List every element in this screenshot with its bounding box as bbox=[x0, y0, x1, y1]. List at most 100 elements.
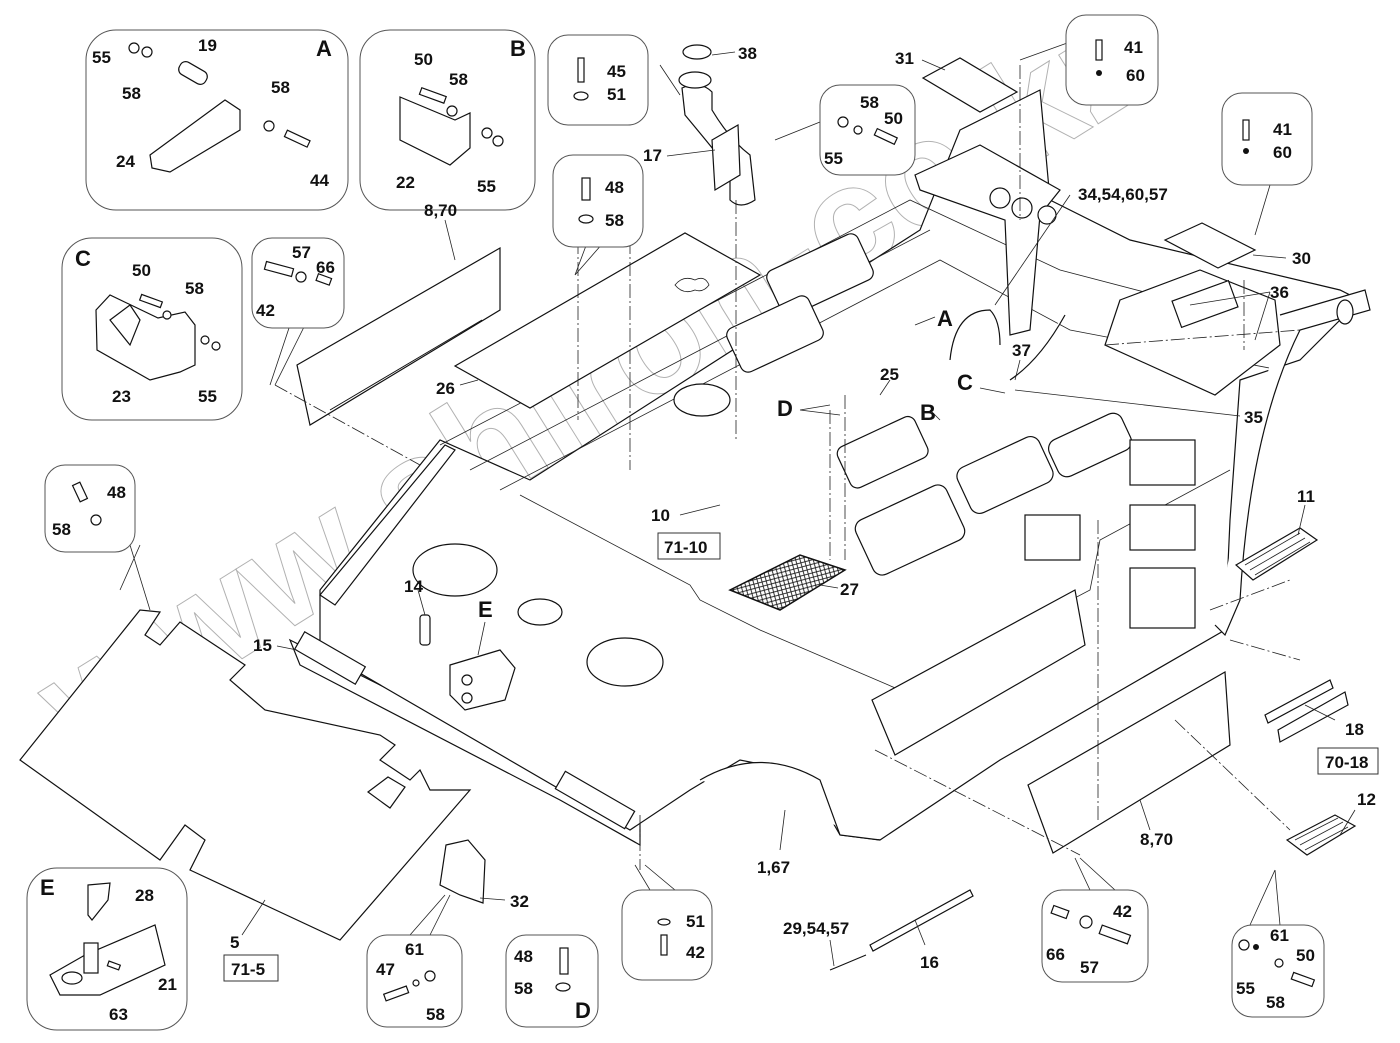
leader-17 bbox=[666, 149, 716, 157]
cutout-2 bbox=[726, 295, 824, 373]
label-C-50: 50 bbox=[132, 261, 151, 280]
callout-29-54-57: 29,54,57 bbox=[783, 919, 849, 938]
label-C-58: 58 bbox=[185, 279, 204, 298]
pin-29 bbox=[829, 954, 867, 971]
leader-B bbox=[929, 409, 941, 421]
nut-55-A bbox=[128, 42, 140, 54]
bubble-48-58-left: 48 58 bbox=[44, 464, 136, 553]
label-66-top: 66 bbox=[316, 258, 335, 277]
axis-line-13 bbox=[1174, 719, 1291, 831]
label-A-55: 55 bbox=[92, 48, 111, 67]
callout-35: 35 bbox=[1244, 408, 1263, 427]
cutout-6 bbox=[836, 415, 929, 489]
nut-55-step bbox=[1238, 939, 1250, 951]
lockwasher-61 bbox=[412, 979, 420, 987]
washer-58-A2 bbox=[263, 120, 275, 132]
tail-66-57-42 bbox=[1074, 857, 1116, 891]
bracket-23-cutout bbox=[109, 304, 141, 347]
cover-plate-26 bbox=[453, 232, 762, 409]
ref-71-5-text: 71-5 bbox=[231, 960, 265, 979]
cover-plate-pad bbox=[366, 776, 406, 809]
washer-58-A1 bbox=[141, 46, 153, 58]
washer-57-lower bbox=[1079, 915, 1093, 929]
tail-61-55-58-50 bbox=[1249, 869, 1281, 926]
tail-41-60-top bbox=[1019, 41, 1071, 61]
label-A-58a: 58 bbox=[122, 84, 141, 103]
side-window-1 bbox=[1129, 439, 1196, 486]
bolt-47 bbox=[382, 985, 410, 1002]
tail-55-58-50 bbox=[774, 121, 821, 141]
washer-58-D bbox=[555, 982, 571, 992]
washer-60-top bbox=[1096, 70, 1102, 76]
label-66-lower: 66 bbox=[1046, 945, 1065, 964]
label-42-top: 42 bbox=[256, 301, 275, 320]
ref-box-70-18[interactable]: 70-18 bbox=[1317, 747, 1379, 775]
label-47: 47 bbox=[376, 960, 395, 979]
callout-10: 10 bbox=[651, 506, 670, 525]
ref-box-71-10[interactable]: 71-10 bbox=[657, 532, 721, 560]
callout-25: 25 bbox=[880, 365, 899, 384]
leaders bbox=[119, 41, 1356, 967]
ref-box-71-5[interactable]: 71-5 bbox=[223, 954, 279, 982]
leader-38 bbox=[711, 51, 736, 56]
detail-A: A 55 58 19 58 24 44 bbox=[85, 29, 349, 211]
leader-14 bbox=[417, 589, 426, 616]
bubble-55-58-50-frame bbox=[819, 84, 916, 176]
bubble-55-58-50: 58 50 55 bbox=[819, 84, 916, 176]
cover-31 bbox=[921, 57, 1019, 113]
bubble-61-47-58: 61 47 58 bbox=[366, 934, 463, 1028]
label-58-top2: 58 bbox=[860, 93, 879, 112]
callouts: 1,67 5 8,70 8,70 10 11 12 14 15 16 17 18… bbox=[230, 44, 1376, 972]
label-50-step: 50 bbox=[1296, 946, 1315, 965]
tower-hole-3 bbox=[1037, 205, 1057, 225]
lockwasher-61-step bbox=[1253, 944, 1259, 950]
callout-12: 12 bbox=[1357, 790, 1376, 809]
washer-58-C1 bbox=[162, 310, 172, 320]
washer-57-top bbox=[295, 271, 307, 283]
label-55-step: 55 bbox=[1236, 979, 1255, 998]
leader-27 bbox=[819, 584, 839, 589]
bubble-42-57-66-top-frame bbox=[251, 237, 345, 329]
rear-arch bbox=[699, 761, 881, 841]
detail-D-frame bbox=[505, 934, 599, 1028]
axis-line-15 bbox=[1229, 639, 1301, 661]
side-panel-8-70-bottom bbox=[1027, 671, 1231, 854]
tower-hole-2 bbox=[1011, 197, 1033, 219]
tower-hole-1 bbox=[989, 187, 1011, 209]
bracket-22 bbox=[399, 96, 471, 166]
ref-70-18-text: 70-18 bbox=[1325, 753, 1368, 772]
axis-line-11 bbox=[274, 384, 421, 466]
detail-E-letter: E bbox=[40, 875, 55, 900]
label-61-a: 61 bbox=[405, 940, 424, 959]
control-tower bbox=[914, 144, 1061, 336]
callout-18: 18 bbox=[1345, 720, 1364, 739]
hinge-18 bbox=[1264, 679, 1349, 743]
callout-1-67: 1,67 bbox=[757, 858, 790, 877]
leader-8-70-bottom bbox=[1139, 799, 1151, 831]
tank-lid bbox=[1171, 279, 1239, 329]
ring-38 bbox=[682, 44, 712, 60]
leader-E bbox=[477, 621, 486, 656]
label-58-step: 58 bbox=[1266, 993, 1285, 1012]
label-61-step: 61 bbox=[1270, 926, 1289, 945]
leader-C bbox=[979, 387, 1006, 394]
washer-51 bbox=[573, 91, 589, 101]
bubble-51-42: 51 42 bbox=[621, 889, 713, 981]
label-50-top: 50 bbox=[884, 109, 903, 128]
leader-25 bbox=[879, 379, 891, 396]
callout-letter-A: A bbox=[937, 306, 953, 331]
washer-58-C2 bbox=[200, 335, 210, 345]
leader-18 bbox=[1304, 704, 1336, 721]
rod-16 bbox=[869, 889, 974, 952]
tail-51-42 bbox=[634, 864, 676, 891]
bolt-48-D bbox=[559, 947, 569, 975]
plate-26-cutout bbox=[674, 277, 710, 293]
u-bolt bbox=[949, 309, 1001, 361]
callout-26: 26 bbox=[436, 379, 455, 398]
callout-14: 14 bbox=[404, 577, 423, 596]
label-C-23: 23 bbox=[112, 387, 131, 406]
label-51-rear: 51 bbox=[686, 912, 705, 931]
tow-hole-1 bbox=[461, 674, 473, 686]
washer-60-right bbox=[1243, 148, 1249, 154]
